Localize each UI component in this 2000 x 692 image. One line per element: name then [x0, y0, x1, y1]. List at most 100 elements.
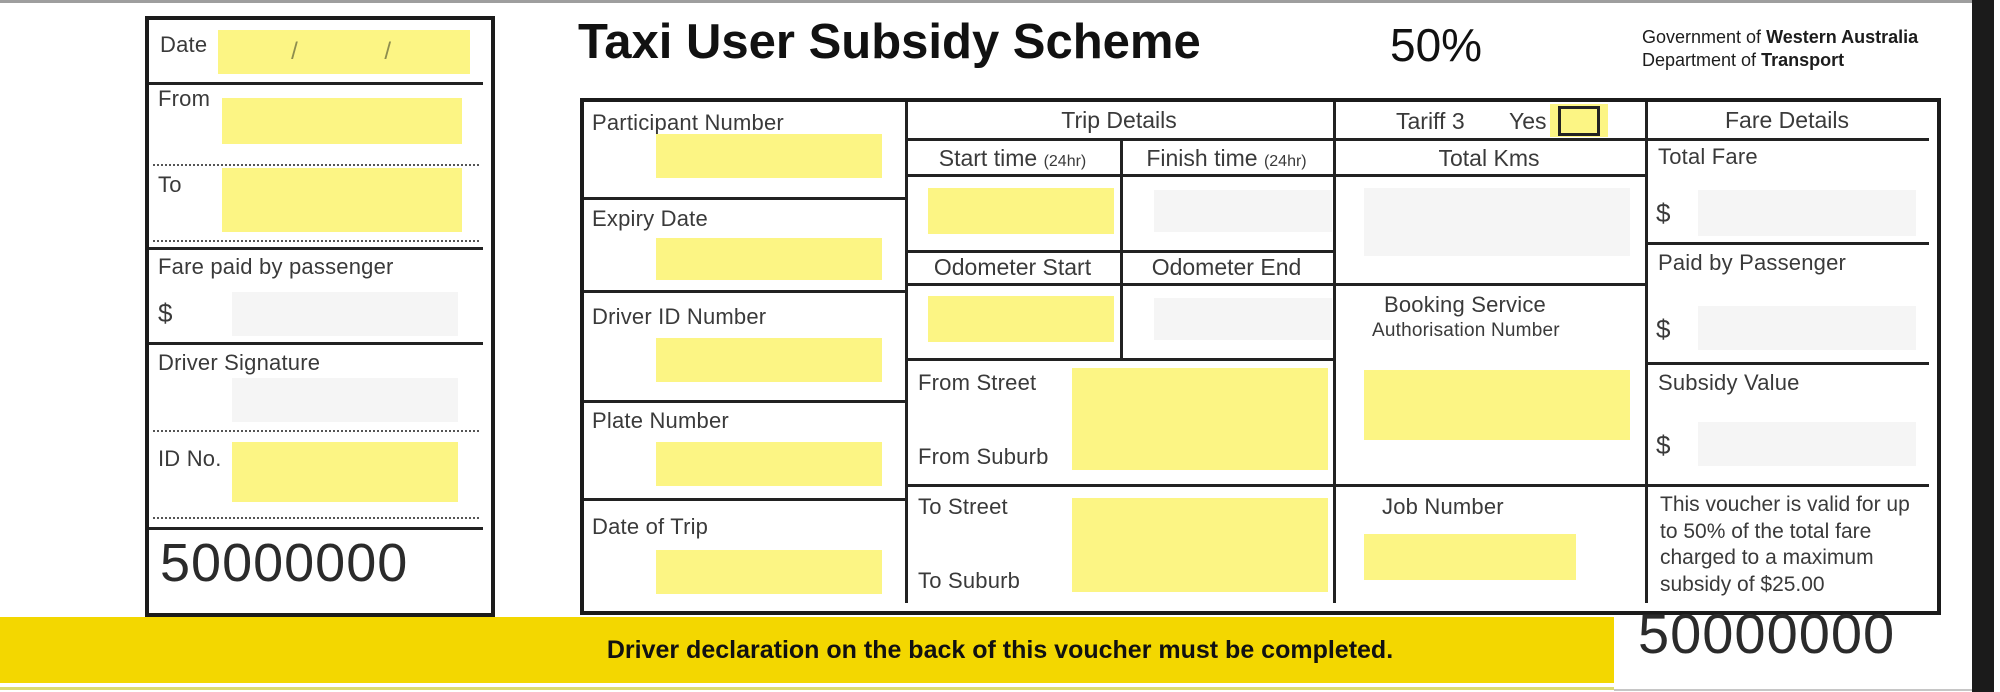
voucher-number-bottom: 50000000 [1638, 602, 1896, 665]
tariff-checkbox-highlight [1550, 104, 1608, 137]
grid-line [149, 247, 483, 250]
bottom-edge-line-right [1614, 689, 1972, 691]
driver-signature-label: Driver Signature [158, 350, 321, 375]
government-branding: Government of Western Australia Departme… [1642, 26, 1918, 72]
authorisation-number-label: Authorisation Number [1372, 320, 1560, 341]
booking-authorisation-input[interactable] [1364, 370, 1630, 440]
currency-symbol: $ [1656, 314, 1671, 344]
odometer-end-input[interactable] [1154, 298, 1332, 340]
dotted-separator [153, 430, 479, 432]
grid-line [1120, 138, 1123, 358]
currency-symbol: $ [158, 298, 173, 328]
date-label: Date [160, 32, 208, 57]
expiry-date-input[interactable] [656, 238, 882, 280]
from-label: From [158, 86, 211, 111]
grid-line [905, 250, 1333, 253]
id-no-label: ID No. [158, 446, 222, 471]
fare-paid-input[interactable] [232, 292, 458, 336]
grid-line [584, 197, 905, 200]
grid-line [1645, 102, 1648, 603]
job-number-label: Job Number [1382, 494, 1504, 519]
fare-details-header: Fare Details [1725, 107, 1849, 133]
driver-signature-input[interactable] [232, 378, 458, 422]
start-time-header: Start time (24hr) [938, 145, 1087, 171]
voucher-main-table: Participant Number Expiry Date Driver ID… [580, 98, 1941, 615]
date-input[interactable]: / / [218, 30, 470, 74]
grid-line [149, 342, 483, 345]
plate-number-label: Plate Number [592, 408, 729, 433]
subsidy-value-input[interactable] [1698, 422, 1916, 466]
grid-line [905, 138, 1929, 141]
right-edge-bar [1972, 0, 1994, 692]
participant-number-label: Participant Number [592, 110, 784, 135]
booking-service-label: Booking Service [1384, 292, 1546, 317]
grid-line [1645, 362, 1929, 365]
driver-id-input[interactable] [656, 338, 882, 382]
paid-by-passenger-label: Paid by Passenger [1658, 250, 1847, 275]
participant-number-input[interactable] [656, 134, 882, 178]
plate-number-input[interactable] [656, 442, 882, 486]
declaration-text: Driver declaration on the back of this v… [606, 635, 1394, 664]
currency-symbol: $ [1656, 198, 1671, 228]
passenger-stub: Date / / From To Fare paid by passenger … [145, 16, 495, 617]
total-kms-header: Total Kms [1438, 145, 1540, 171]
department-line: Department of Transport [1642, 50, 1845, 70]
odometer-start-input[interactable] [928, 296, 1114, 342]
date-separator: / [384, 38, 391, 65]
grid-line [905, 283, 1645, 286]
subsidy-value-label: Subsidy Value [1658, 370, 1800, 395]
grid-line [1333, 102, 1336, 603]
start-time-input[interactable] [928, 188, 1114, 234]
finish-time-input[interactable] [1154, 190, 1332, 232]
validity-note: This voucher is valid for up to 50% of t… [1660, 493, 1910, 596]
page-title: Taxi User Subsidy Scheme [578, 15, 1201, 69]
dotted-separator [153, 517, 479, 519]
dotted-separator [153, 240, 479, 242]
grid-line [905, 174, 1645, 177]
date-of-trip-input[interactable] [656, 550, 882, 594]
grid-line [584, 498, 905, 501]
top-edge-line [0, 0, 1972, 3]
date-separator: / [291, 38, 298, 65]
tariff-yes-label: Yes [1509, 108, 1547, 134]
grid-line [149, 82, 483, 85]
total-fare-input[interactable] [1698, 190, 1916, 236]
grid-line [905, 484, 1929, 487]
tariff-yes-checkbox[interactable] [1558, 106, 1600, 136]
grid-line [584, 400, 905, 403]
to-street-suburb-input[interactable] [1072, 498, 1328, 592]
subsidy-rate: 50% [1390, 19, 1483, 71]
currency-symbol: $ [1656, 430, 1671, 460]
fare-paid-label: Fare paid by passenger [158, 254, 394, 279]
grid-line [1645, 242, 1929, 245]
date-of-trip-label: Date of Trip [592, 514, 709, 539]
from-street-label: From Street [918, 370, 1037, 395]
from-input[interactable] [222, 98, 462, 144]
paid-by-passenger-input[interactable] [1698, 306, 1916, 350]
total-kms-input[interactable] [1364, 188, 1630, 256]
to-street-label: To Street [918, 494, 1008, 519]
to-label: To [158, 172, 182, 197]
expiry-date-label: Expiry Date [592, 206, 708, 231]
id-no-input[interactable] [232, 442, 458, 502]
grid-line [905, 102, 908, 603]
odometer-end-header: Odometer End [1151, 254, 1302, 280]
grid-line [905, 358, 1333, 361]
government-line: Government of Western Australia [1642, 27, 1919, 47]
to-input[interactable] [222, 168, 462, 232]
finish-time-header: Finish time (24hr) [1146, 145, 1307, 171]
to-suburb-label: To Suburb [918, 568, 1021, 593]
from-suburb-label: From Suburb [918, 444, 1049, 469]
total-fare-label: Total Fare [1658, 144, 1758, 169]
grid-line [149, 527, 483, 530]
tariff-label: Tariff 3 [1396, 108, 1465, 134]
grid-line [584, 290, 905, 293]
voucher-number-stub: 50000000 [160, 533, 409, 593]
declaration-band: Driver declaration on the back of this v… [0, 617, 1614, 683]
dotted-separator [153, 164, 479, 166]
trip-details-header: Trip Details [1061, 107, 1177, 133]
job-number-input[interactable] [1364, 534, 1576, 580]
driver-id-label: Driver ID Number [592, 304, 767, 329]
from-street-suburb-input[interactable] [1072, 368, 1328, 470]
